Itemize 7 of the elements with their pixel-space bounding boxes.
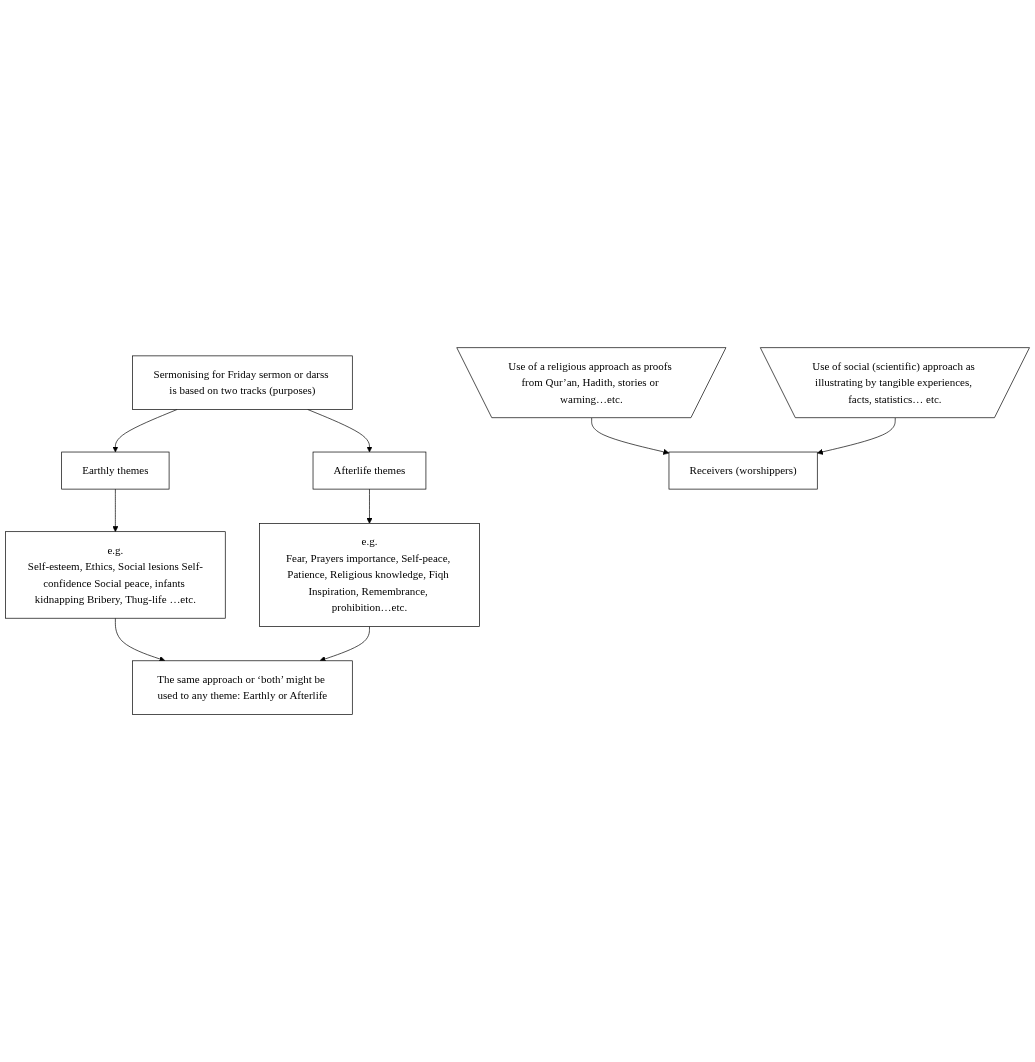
- node-box: Afterlife themes: [312, 451, 427, 490]
- node-box: Earthly themes: [61, 451, 170, 490]
- node-box: The same approach or ‘both’ might be used to any theme: Earthly or Afterlife: [132, 660, 353, 715]
- node-box: Sermonising for Friday sermon or darss is based on two tracks (purposes): [132, 355, 353, 410]
- node-box: e.g. Self-esteem, Ethics, Social lesions Self-confidence Social peace, infants kidnapping Bribery, Thug-life …etc.: [5, 531, 226, 619]
- node-box: e.g. Fear, Prayers importance, Self-peace, Patience, Religious knowledge, Fiqh Inspiration, Remembrance, prohibition…etc.: [259, 523, 480, 627]
- node-box: Receivers (worshippers): [668, 451, 818, 490]
